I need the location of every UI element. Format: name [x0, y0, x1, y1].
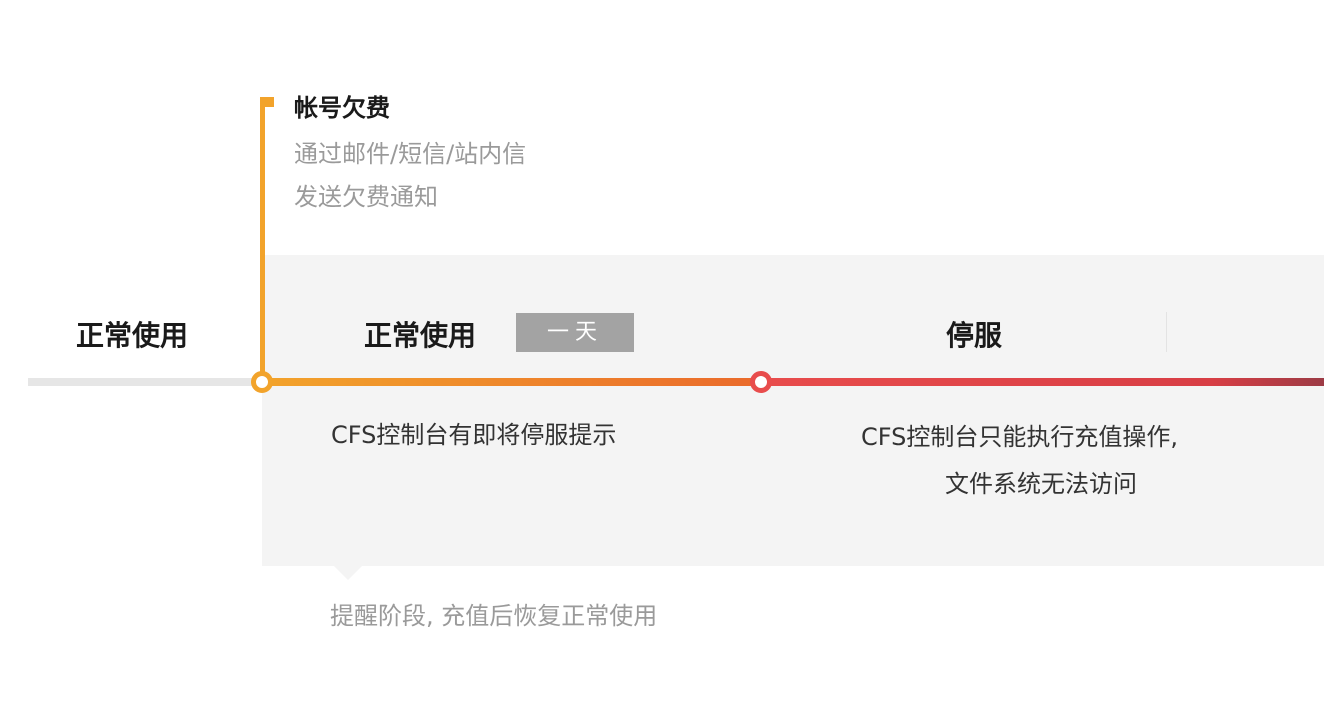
timeline-normal-segment [28, 378, 262, 386]
grace-description: CFS控制台有即将停服提示 [331, 421, 617, 449]
stage-panel [262, 255, 1324, 566]
stage-label-grace: 正常使用 [364, 319, 477, 352]
suspended-description-line2: 文件系统无法访问 [945, 470, 1137, 498]
stage-divider [1166, 312, 1167, 352]
notice-stem-cap [260, 97, 274, 107]
arrears-node [251, 371, 273, 393]
notice-stem [260, 100, 265, 382]
stage-label-normal: 正常使用 [76, 319, 189, 352]
notice-desc-line2: 发送欠费通知 [294, 183, 438, 211]
timeline-suspended-segment [761, 378, 1324, 386]
timeline-grace-segment [262, 378, 761, 386]
suspension-node [750, 371, 772, 393]
suspended-description-line1: CFS控制台只能执行充值操作, [861, 423, 1179, 451]
reminder-note: 提醒阶段, 充值后恢复正常使用 [330, 602, 658, 630]
notice-desc-line1: 通过邮件/短信/站内信 [294, 140, 527, 168]
stage-label-suspended: 停服 [946, 319, 1003, 352]
panel-pointer [334, 566, 362, 580]
notice-title: 帐号欠费 [294, 94, 390, 122]
grace-duration-badge: 一天 [516, 313, 634, 352]
